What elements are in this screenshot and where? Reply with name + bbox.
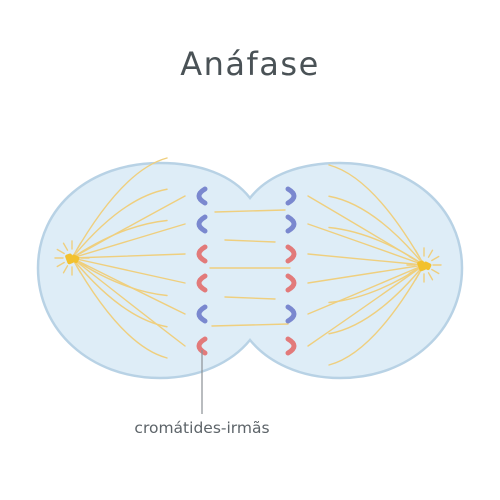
chromatid-blue — [196, 214, 208, 234]
aster-ray-left — [62, 265, 69, 274]
aster-ray-right — [414, 272, 421, 281]
interpolar-fiber — [224, 239, 276, 243]
dividing-cell — [36, 161, 464, 380]
aster-ray-right — [414, 249, 421, 258]
kinetochore-fiber-right — [307, 264, 425, 284]
aster-ray-right — [408, 268, 417, 275]
astral-fiber-right — [328, 164, 425, 266]
chromatid-red — [285, 336, 297, 356]
interpolar-fiber — [211, 323, 289, 327]
chromatid-blue — [196, 186, 208, 206]
kinetochore-fiber-right — [307, 253, 425, 266]
centrosomes — [65, 253, 432, 272]
centrosome-right — [422, 261, 432, 271]
cell-membrane — [36, 161, 464, 380]
chromatid-red — [196, 273, 208, 293]
chromatid-red — [196, 244, 208, 264]
astral-fiber-left — [71, 257, 168, 359]
aster-ray-left — [56, 261, 65, 268]
aster-ray-left — [62, 242, 69, 251]
diagram-title: Anáfase — [180, 45, 320, 83]
aster-ray-left — [79, 261, 88, 268]
interpolar-fiber — [214, 209, 286, 213]
chromatid-blue — [285, 304, 297, 324]
aster-ray-right — [431, 268, 440, 275]
kinetochore-fiber-left — [71, 223, 186, 259]
chromatid-blue — [285, 186, 297, 206]
chromatid-blue — [196, 304, 208, 324]
interpolar-fiber — [224, 296, 276, 300]
astral-fiber-left — [71, 188, 168, 259]
aster-ray-left — [75, 265, 82, 274]
spindle-fibers — [54, 157, 442, 366]
callout-label-sister-chromatids: cromátides-irmãs — [134, 419, 270, 437]
kinetochore-fiber-right — [307, 223, 425, 266]
kinetochore-fiber-left — [71, 257, 186, 347]
astral-fiber-right — [328, 195, 425, 266]
astral-fiber-right — [328, 264, 425, 335]
chromatid-blue — [285, 214, 297, 234]
aster-ray-left — [75, 242, 82, 251]
aster-ray-right — [427, 249, 434, 258]
chromatid-red — [285, 273, 297, 293]
kinetochore-fiber-right — [307, 264, 425, 315]
astral-fiber-left — [71, 257, 168, 328]
chromatids — [196, 186, 297, 356]
kinetochore-fiber-left — [71, 257, 186, 284]
aster-ray-left — [79, 248, 88, 255]
aster-ray-right — [408, 255, 417, 262]
aster-ray-right — [431, 255, 440, 262]
aster-ray-left — [56, 248, 65, 255]
astral-fiber-right — [328, 264, 425, 366]
astral-fiber-left — [71, 157, 168, 259]
aster-ray-right — [427, 272, 434, 281]
chromatid-red — [285, 244, 297, 264]
centrosome-left — [70, 254, 80, 264]
kinetochore-fiber-right — [307, 264, 425, 347]
chromatid-red — [196, 336, 208, 356]
